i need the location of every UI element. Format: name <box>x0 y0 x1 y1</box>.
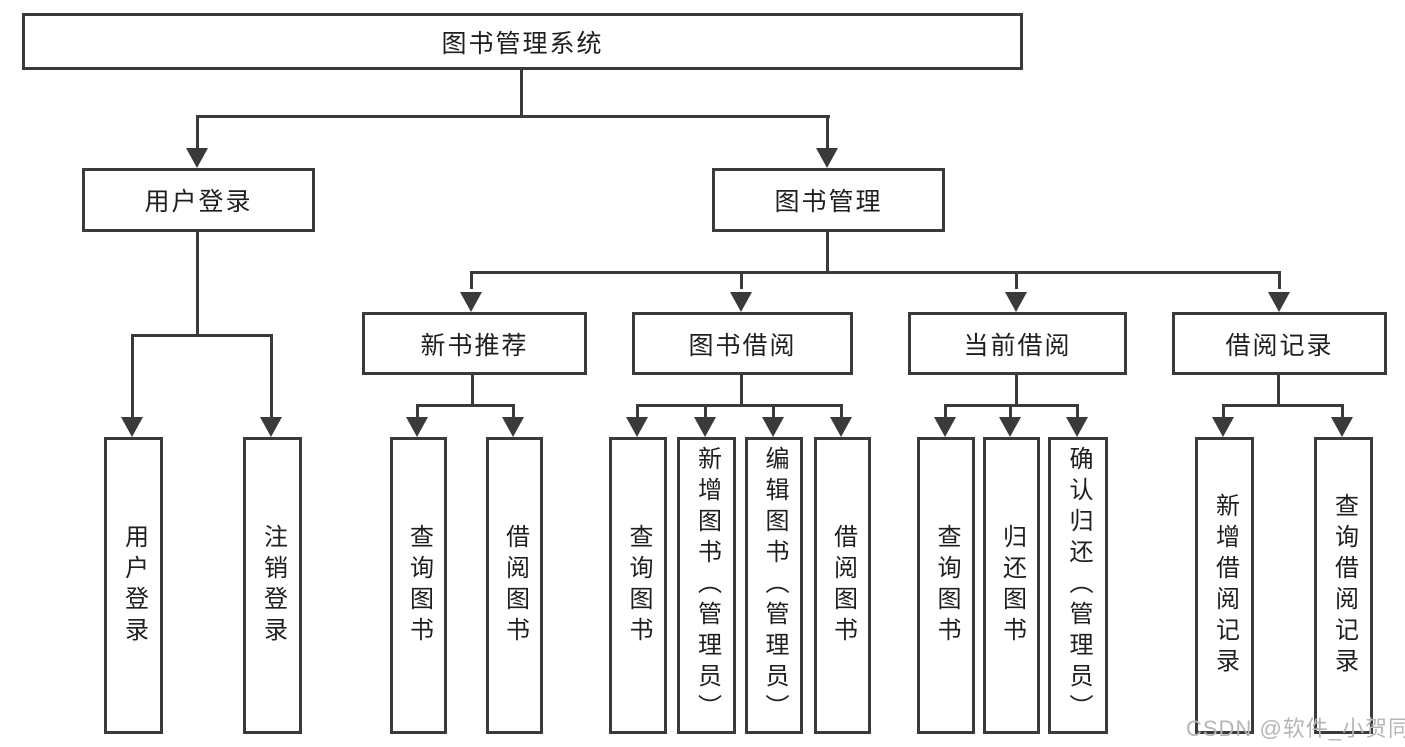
connector-line <box>270 334 273 418</box>
connector-line <box>826 115 829 151</box>
connector-line <box>196 115 830 118</box>
connector-line <box>1076 404 1079 419</box>
node-label: 注销登录 <box>259 523 287 648</box>
connector-line <box>470 271 1280 274</box>
leaf-logout: 注销登录 <box>243 437 302 734</box>
connector-line <box>196 232 199 336</box>
leaf-user-login: 用户登录 <box>104 437 163 734</box>
arrow-down-icon <box>694 417 716 437</box>
leaf-borrow-books-recommend: 借阅图书 <box>486 437 543 734</box>
connector-line <box>636 404 843 407</box>
node-label: 用户登录 <box>144 188 253 216</box>
leaf-query-books-recommend: 查询图书 <box>390 437 447 734</box>
connector-line <box>512 404 515 419</box>
arrow-down-icon <box>186 148 208 168</box>
connector-line <box>1341 404 1344 419</box>
node-label: 新增图书（管理员） <box>693 446 721 725</box>
connector-line <box>520 70 523 118</box>
leaf-borrow-books: 借阅图书 <box>814 437 871 734</box>
connector-line <box>1009 404 1012 419</box>
connector-line <box>1222 404 1344 407</box>
node-label: 查询借阅记录 <box>1330 492 1358 679</box>
connector-line <box>416 404 419 419</box>
connector-line <box>740 375 743 407</box>
leaf-return-book: 归还图书 <box>983 437 1040 734</box>
csdn-watermark: CSDN @软件_小贺同学 <box>1186 716 1405 741</box>
arrow-down-icon <box>260 417 282 437</box>
connector-line <box>416 404 515 407</box>
connector-line <box>826 232 829 274</box>
node-book-borrow: 图书借阅 <box>632 312 853 375</box>
node-label: 归还图书 <box>998 523 1026 648</box>
arrow-down-icon <box>1268 292 1290 312</box>
arrow-down-icon <box>626 417 648 437</box>
connector-line <box>1015 271 1018 289</box>
node-label: 借阅记录 <box>1225 331 1334 360</box>
connector-line <box>1222 404 1225 419</box>
node-label: 借阅图书 <box>501 523 529 648</box>
arrow-down-icon <box>830 417 852 437</box>
arrow-down-icon <box>816 148 838 168</box>
connector-line <box>131 334 134 418</box>
leaf-edit-book-admin: 编辑图书（管理员） <box>745 437 803 734</box>
leaf-query-books-borrow: 查询图书 <box>609 437 667 734</box>
arrow-down-icon <box>460 292 482 312</box>
node-label: 图书管理 <box>774 188 883 216</box>
arrow-down-icon <box>502 417 524 437</box>
arrow-down-icon <box>1005 292 1027 312</box>
connector-line <box>131 334 273 337</box>
arrow-down-icon <box>406 417 428 437</box>
arrow-down-icon <box>1212 417 1234 437</box>
node-user-login: 用户登录 <box>82 168 315 232</box>
node-library-management-system: 图书管理系统 <box>22 13 1023 70</box>
arrow-down-icon <box>934 417 956 437</box>
arrow-down-icon <box>999 417 1021 437</box>
node-label: 新增借阅记录 <box>1211 492 1239 679</box>
leaf-add-borrow-record: 新增借阅记录 <box>1195 437 1254 734</box>
connector-line <box>470 271 473 289</box>
node-label: 图书管理系统 <box>441 29 604 58</box>
connector-line <box>772 404 775 419</box>
leaf-query-borrow-record: 查询借阅记录 <box>1314 437 1373 734</box>
leaf-query-books-current: 查询图书 <box>917 437 975 734</box>
connector-line <box>1277 375 1280 407</box>
node-label: 用户登录 <box>120 523 148 648</box>
node-label: 图书借阅 <box>688 331 797 360</box>
node-label: 编辑图书（管理员） <box>761 446 788 725</box>
node-book-management: 图书管理 <box>712 168 945 232</box>
node-label: 借阅图书 <box>829 523 857 648</box>
connector-line <box>740 271 743 289</box>
arrow-down-icon <box>762 417 784 437</box>
node-label: 确认归还（管理员） <box>1065 446 1092 725</box>
leaf-add-book-admin: 新增图书（管理员） <box>677 437 736 734</box>
connector-line <box>840 404 843 419</box>
connector-line <box>944 404 947 419</box>
node-label: 新书推荐 <box>420 331 529 360</box>
connector-line <box>704 404 707 419</box>
node-label: 查询图书 <box>405 523 433 648</box>
arrow-down-icon <box>730 292 752 312</box>
arrow-down-icon <box>121 417 143 437</box>
connector-line <box>1015 375 1018 407</box>
arrow-down-icon <box>1066 417 1088 437</box>
node-label: 查询图书 <box>933 523 960 648</box>
connector-line <box>471 375 474 407</box>
node-label: 当前借阅 <box>963 331 1072 360</box>
node-label: 查询图书 <box>625 523 652 648</box>
leaf-confirm-return-admin: 确认归还（管理员） <box>1048 437 1108 734</box>
connector-line <box>636 404 639 419</box>
connector-line <box>196 115 199 151</box>
node-new-book-recommend: 新书推荐 <box>362 312 587 375</box>
arrow-down-icon <box>1331 417 1353 437</box>
node-current-borrow: 当前借阅 <box>908 312 1127 375</box>
node-borrow-records: 借阅记录 <box>1172 312 1387 375</box>
connector-line <box>1278 271 1281 289</box>
